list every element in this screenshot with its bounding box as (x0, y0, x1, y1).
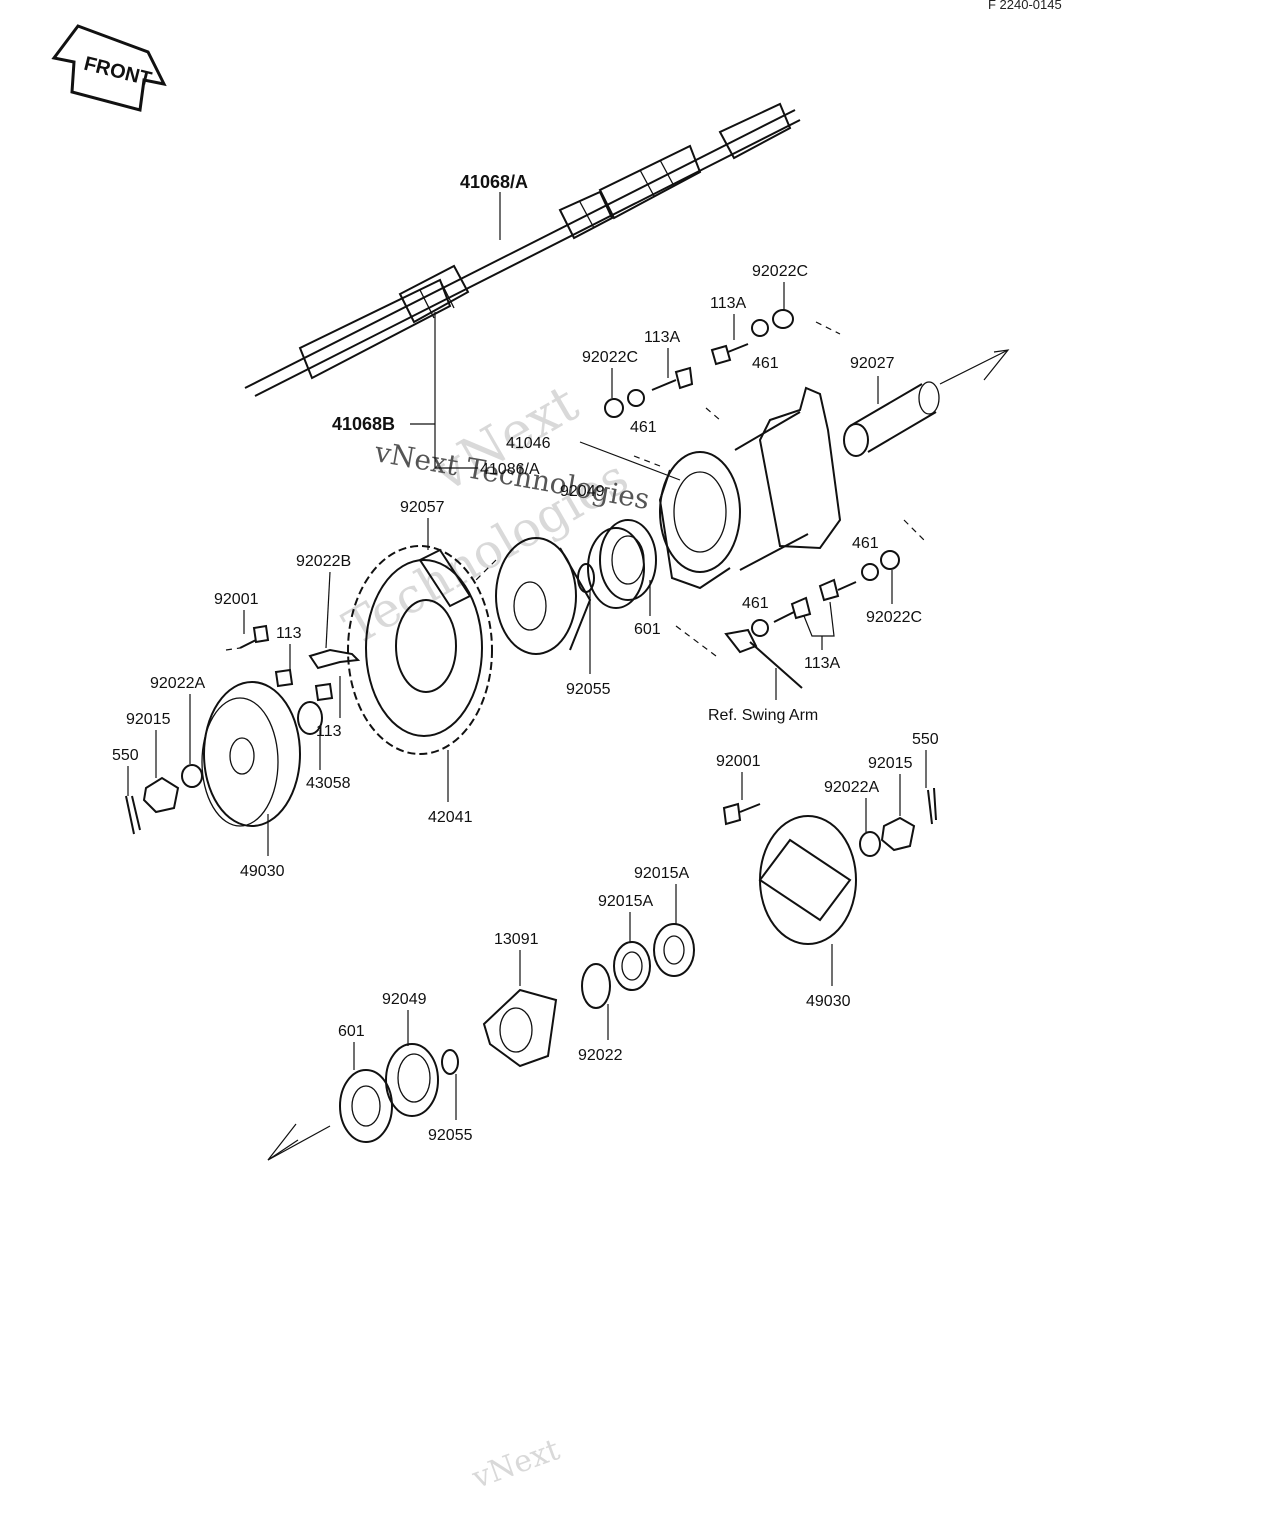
lock-plate (308, 648, 361, 670)
label-113a-mid: 113A (644, 329, 681, 346)
flange-13091 (482, 988, 558, 1068)
locknuts-92015a (613, 923, 695, 991)
pipe-92027 (843, 381, 940, 457)
brake-disc-right (758, 815, 857, 945)
label-601-top: 601 (634, 621, 661, 638)
axle-shaft (244, 102, 801, 397)
hardware-right (751, 550, 900, 637)
label-92001-right: 92001 (716, 753, 761, 770)
label-41046: 41046 (506, 435, 551, 452)
label-92015a-2: 92015A (598, 893, 653, 910)
brake-disc-left (201, 681, 301, 827)
label-113a-right: 113A (804, 655, 841, 672)
bearing-601-top (587, 519, 657, 609)
label-92022a-right: 92022A (824, 779, 879, 796)
label-461-lower: 461 (742, 595, 769, 612)
label-92001-left: 92001 (214, 591, 259, 608)
label-92055-bottom: 92055 (428, 1127, 473, 1144)
label-550-right: 550 (912, 731, 939, 748)
label-ref-swing-arm: Ref. Swing Arm (708, 707, 818, 724)
label-92022c-right: 92022C (866, 609, 922, 626)
hardware-top (604, 309, 794, 418)
label-92057: 92057 (400, 499, 445, 516)
label-92049-top: 92049 (560, 483, 605, 500)
bolts-left (239, 624, 334, 702)
label-49030-right: 49030 (806, 993, 851, 1010)
bolt-92001-right (722, 802, 761, 826)
sprocket-hub (495, 537, 592, 655)
axle-nut-right (859, 787, 937, 857)
label-92022a-left: 92022A (150, 675, 205, 692)
label-49030-left: 49030 (240, 863, 285, 880)
label-113-lower: 113 (316, 723, 342, 740)
label-92015a-1: 92015A (634, 865, 689, 882)
label-601-bottom: 601 (338, 1023, 365, 1040)
direction-arrow-bottom (267, 1123, 331, 1161)
front-arrow-icon: FRONT (51, 24, 167, 112)
label-550-left: 550 (112, 747, 139, 764)
circlip-92055-bottom (441, 1049, 459, 1075)
label-41068b: 41068B (332, 414, 395, 434)
label-113-left: 113 (276, 625, 302, 642)
label-92049-bottom: 92049 (382, 991, 427, 1008)
label-113a-top: 113A (710, 295, 747, 312)
diagram-code: F 2240-0145 (988, 0, 1062, 12)
label-92022c-mid: 92022C (582, 349, 638, 366)
label-461-right: 461 (852, 535, 879, 552)
label-92027: 92027 (850, 355, 895, 372)
swing-arm-bolt (724, 628, 803, 689)
seal-92049-bottom (385, 1043, 439, 1117)
label-92015-right: 92015 (868, 755, 913, 772)
axle-housing (658, 386, 842, 590)
label-92022c-top: 92022C (752, 263, 808, 280)
axle-nut-left (125, 764, 203, 835)
rear-sprocket (347, 545, 493, 755)
circlip-43058 (297, 701, 323, 735)
label-43058: 43058 (306, 775, 351, 792)
label-92022: 92022 (578, 1047, 623, 1064)
label-92022b: 92022B (296, 553, 351, 570)
label-41068-a: 41068/A (460, 172, 528, 192)
label-461-mid: 461 (630, 419, 657, 436)
label-92055-top: 92055 (566, 681, 611, 698)
washer-92022 (581, 963, 611, 1009)
watermark-bottom: vNext (467, 1432, 564, 1496)
label-92015-left: 92015 (126, 711, 171, 728)
label-41086-a: 41086/A (480, 461, 540, 478)
circlip-92055-top (577, 563, 595, 593)
label-42041: 42041 (428, 809, 473, 826)
label-13091: 13091 (494, 931, 539, 948)
bearing-601-bottom (339, 1069, 393, 1143)
label-461-top: 461 (752, 355, 779, 372)
